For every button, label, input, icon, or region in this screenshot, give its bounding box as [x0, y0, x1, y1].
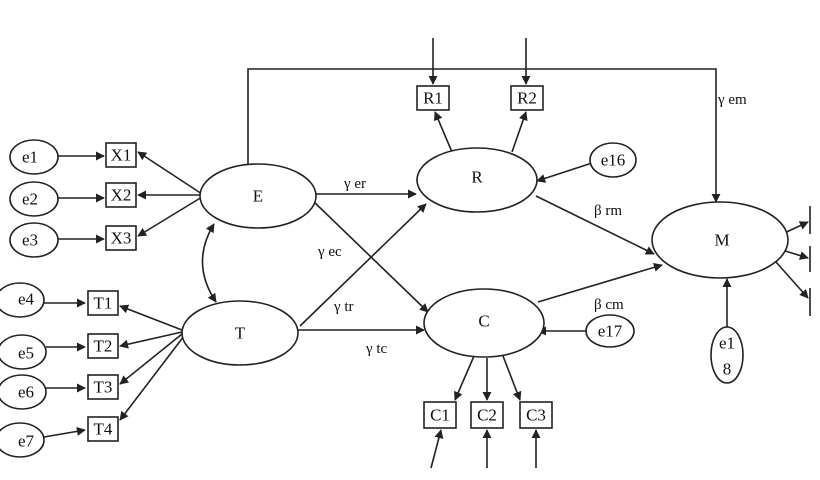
svg-text:e7: e7 — [18, 432, 35, 451]
indicator-c3: C3 — [519, 401, 553, 429]
label-gamma-ec: γ ec — [317, 244, 342, 260]
svg-text:e2: e2 — [22, 190, 38, 209]
latent-c: C — [423, 288, 545, 358]
svg-text:C2: C2 — [477, 406, 497, 425]
svg-text:C3: C3 — [526, 406, 546, 425]
svg-text:M: M — [714, 231, 729, 250]
svg-text:C1: C1 — [430, 406, 450, 425]
svg-text:T2: T2 — [94, 337, 113, 356]
indicator-x1: X1 — [105, 142, 137, 168]
label-beta-rm: β rm — [594, 203, 622, 219]
latent-e: E — [199, 163, 317, 229]
svg-text:C: C — [478, 312, 489, 331]
svg-text:X1: X1 — [111, 146, 132, 165]
indicator-t2: T2 — [87, 333, 119, 359]
svg-text:R: R — [471, 168, 483, 187]
edge-m-out3 — [775, 261, 809, 299]
edge-r-m — [535, 195, 655, 255]
edge-r-r1 — [434, 111, 453, 153]
edge-t-t4 — [119, 335, 185, 421]
svg-text:e1: e1 — [719, 334, 735, 353]
edge-e-x3 — [137, 196, 203, 237]
svg-text:e16: e16 — [601, 151, 626, 170]
indicator-x3: X3 — [105, 225, 137, 251]
svg-text:R1: R1 — [423, 89, 443, 108]
edge-c-m — [537, 263, 663, 303]
edge-e-x1 — [137, 151, 203, 195]
svg-text:E: E — [253, 187, 263, 206]
svg-text:T1: T1 — [94, 294, 113, 313]
latent-m: M — [651, 201, 789, 279]
error-e7: e7 — [0, 422, 45, 458]
edge-e16-r — [536, 162, 593, 183]
svg-text:T4: T4 — [94, 420, 113, 439]
edge-e-c — [311, 199, 429, 313]
error-e3: e3 — [9, 222, 59, 258]
edge-r-r2 — [511, 111, 528, 153]
latent-t: T — [181, 300, 299, 366]
svg-text:e5: e5 — [18, 344, 34, 363]
indicator-t1: T1 — [87, 290, 119, 316]
indicator-x2: X2 — [105, 182, 137, 208]
indicator-t4: T4 — [87, 416, 119, 442]
error-e16: e16 — [589, 142, 637, 178]
indicator-t3: T3 — [87, 374, 119, 400]
edge-t-r — [299, 203, 427, 327]
indicator-r1: R1 — [416, 85, 450, 111]
edge-t-t3 — [119, 333, 183, 385]
edge-t-t1 — [119, 304, 183, 331]
label-gamma-em: γ em — [717, 92, 747, 108]
edge-c-c1 — [454, 355, 475, 401]
error-e5: e5 — [0, 334, 47, 370]
label-gamma-er: γ er — [343, 176, 366, 192]
edge-t-t2 — [119, 331, 183, 349]
label-gamma-tr: γ tr — [333, 299, 354, 315]
svg-text:R2: R2 — [517, 89, 537, 108]
svg-text:e6: e6 — [18, 383, 34, 402]
svg-text:T: T — [235, 324, 246, 343]
svg-text:X3: X3 — [111, 229, 132, 248]
svg-text:e3: e3 — [22, 231, 38, 250]
edge-e-t-covariance — [201, 223, 217, 303]
svg-text:T3: T3 — [94, 378, 113, 397]
svg-text:e4: e4 — [18, 290, 35, 309]
label-beta-cm: β cm — [594, 297, 624, 313]
edge-m-out2 — [781, 249, 809, 260]
svg-text:e17: e17 — [598, 322, 623, 341]
svg-text:e1: e1 — [22, 148, 38, 167]
error-e18: e1 8 — [710, 326, 744, 384]
label-gamma-tc: γ tc — [365, 341, 388, 357]
error-e1: e1 — [9, 139, 59, 175]
edge-e7-t4 — [43, 426, 86, 438]
svg-text:X2: X2 — [111, 186, 132, 205]
indicator-c2: C2 — [470, 401, 504, 429]
indicator-r2: R2 — [510, 85, 544, 111]
error-e2: e2 — [9, 181, 59, 217]
edge-res-c1 — [430, 429, 444, 469]
svg-text:8: 8 — [723, 360, 732, 379]
error-e6: e6 — [0, 374, 47, 410]
edge-e-m — [247, 68, 721, 203]
error-e4: e4 — [0, 282, 45, 318]
latent-r: R — [416, 147, 538, 213]
indicator-c1: C1 — [423, 401, 457, 429]
error-e17: e17 — [585, 314, 635, 348]
edge-c-c3 — [502, 355, 522, 401]
